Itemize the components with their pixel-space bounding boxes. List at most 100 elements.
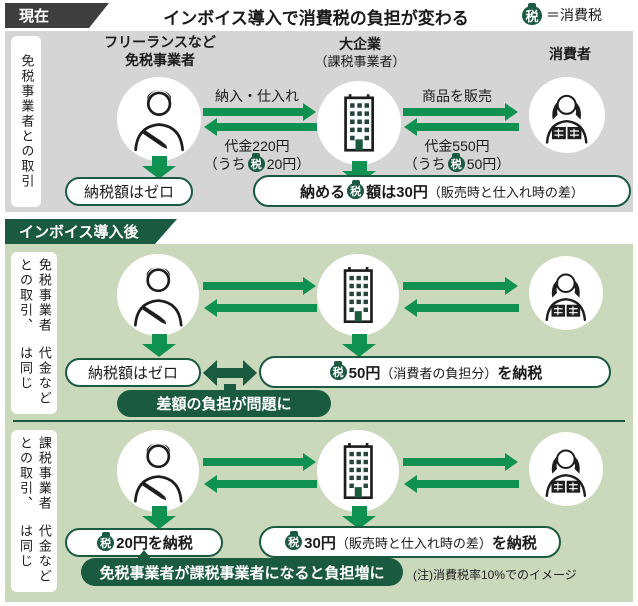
pill-zero-tax: 納税額はゼロ bbox=[65, 177, 193, 206]
tax-post: 20円） bbox=[266, 156, 311, 172]
consumer-avatar bbox=[529, 77, 605, 153]
consumer-icon bbox=[546, 95, 588, 144]
company-avatar bbox=[317, 254, 399, 336]
pill-amount: 30円 bbox=[304, 534, 336, 552]
arrow-left bbox=[404, 299, 519, 317]
pointer-stub bbox=[224, 384, 236, 394]
consumer-avatar bbox=[529, 432, 603, 506]
tax-pre: （うち bbox=[403, 156, 446, 172]
down-arrow bbox=[142, 506, 176, 529]
freelancer-icon bbox=[133, 266, 183, 327]
pill-amount: 50円 bbox=[348, 364, 381, 382]
freelancer-avatar bbox=[117, 430, 199, 512]
down-arrow bbox=[342, 334, 376, 357]
current-tab-label: 現在 bbox=[19, 8, 50, 25]
company-label-line2: （課税事業者） bbox=[314, 53, 406, 69]
side-label-text: 免税事業者との取引 bbox=[19, 54, 35, 189]
increase-badge: 免税事業者が課税事業者になると負担増に bbox=[81, 558, 403, 586]
consumer-label: 消費者 bbox=[549, 46, 591, 62]
arrow-payment-left bbox=[404, 118, 519, 136]
arrow-payment-left bbox=[204, 118, 317, 136]
freelancer-icon bbox=[133, 442, 183, 503]
consumer-icon bbox=[545, 449, 587, 498]
down-arrow bbox=[142, 334, 176, 357]
arrow-right bbox=[203, 453, 316, 471]
pill-suffix: を納税 bbox=[491, 534, 537, 552]
price-label-550: 代金550円 bbox=[424, 138, 490, 154]
problem-text: 差額の負担が問題に bbox=[156, 396, 292, 413]
side-label-taxable-same: 課税事業者との取引、 代金などは同じ bbox=[11, 430, 57, 592]
flow-label-sell: 商品を販売 bbox=[422, 88, 492, 104]
difference-double-arrow bbox=[203, 360, 257, 386]
building-icon bbox=[344, 94, 374, 152]
tax-pre: （うち bbox=[203, 156, 246, 172]
pill-tax-30: 納める税額は30円（販売時と仕入れ時の差） bbox=[253, 175, 631, 207]
side-label-col1: 課税事業者との取引、 bbox=[18, 436, 52, 511]
company-label-line1: 大企業 bbox=[339, 36, 381, 52]
side-label-exempt-same: 免税事業者との取引、 代金などは同じ bbox=[11, 252, 57, 414]
arrow-left bbox=[404, 475, 519, 493]
money-bag-icon: 税 bbox=[285, 534, 303, 550]
tax-post: 50円） bbox=[466, 156, 511, 172]
down-arrow bbox=[142, 156, 176, 179]
side-label-col1: 免税事業者との取引、 bbox=[18, 258, 52, 333]
building-icon bbox=[343, 266, 373, 323]
pill-text-bold: 納める bbox=[300, 183, 346, 201]
pill-text: 納税額はゼロ bbox=[87, 365, 178, 382]
footnote: (注)消費税率10%でのイメージ bbox=[413, 568, 577, 582]
pill-zero-tax: 納税額はゼロ bbox=[65, 358, 201, 387]
pill-text: 納税額はゼロ bbox=[83, 184, 174, 201]
problem-badge: 差額の負担が問題に bbox=[117, 390, 331, 417]
arrow-right bbox=[403, 277, 518, 295]
arrow-left bbox=[204, 299, 317, 317]
arrow-left bbox=[204, 475, 317, 493]
increase-text: 免税事業者が課税事業者になると負担増に bbox=[99, 564, 385, 582]
money-bag-icon: 税 bbox=[447, 156, 465, 172]
freelancer-label-line2: 免税事業者 bbox=[125, 51, 195, 68]
money-bag-icon: 税 bbox=[329, 364, 347, 380]
consumer-icon bbox=[545, 273, 587, 322]
pill-text-bold: 額は30円 bbox=[366, 183, 428, 201]
money-bag-icon: 税 bbox=[247, 156, 265, 172]
price-label-220: 代金220円 bbox=[224, 138, 290, 154]
money-bag-icon: 税 bbox=[347, 183, 365, 199]
section-current-panel: 免税事業者との取引 フリーランスなど 免税事業者 大企業 （課税事業者） 消費者 bbox=[5, 31, 633, 212]
page-title: インボイス導入で消費税の負担が変わる bbox=[163, 9, 469, 28]
arrow-right bbox=[403, 453, 518, 471]
actor-label-company: 大企業 （課税事業者） bbox=[260, 36, 460, 70]
section-divider bbox=[13, 420, 625, 422]
actor-label-consumer: 消費者 bbox=[475, 46, 638, 64]
after-tab-label: インボイス導入後 bbox=[19, 224, 139, 241]
current-tab: 現在 bbox=[5, 3, 109, 28]
side-label-exempt-transactions: 免税事業者との取引 bbox=[11, 36, 41, 207]
freelancer-avatar bbox=[117, 77, 201, 161]
pill-text-note: （販売時と仕入れ時の差） bbox=[427, 184, 584, 200]
arrow-right bbox=[203, 277, 316, 295]
side-label-col2: 代金などは同じ bbox=[18, 524, 52, 585]
actor-label-freelancer: フリーランスなど 免税事業者 bbox=[60, 34, 260, 69]
flow-label-supply: 納入・仕入れ bbox=[215, 88, 299, 104]
money-bag-icon: 税 bbox=[97, 534, 115, 551]
freelancer-label-line1: フリーランスなど bbox=[104, 34, 216, 50]
pill-text-note: （販売時と仕入れ時の差） bbox=[335, 535, 492, 551]
side-label-col2: 代金などは同じ bbox=[18, 346, 52, 407]
pill-suffix: を納税 bbox=[497, 364, 543, 382]
company-avatar bbox=[317, 430, 399, 512]
legend-text: ＝消費税 bbox=[546, 7, 602, 23]
arrow-sell-right bbox=[403, 103, 518, 121]
money-bag-icon: 税 bbox=[522, 5, 542, 25]
arrow-supply-right bbox=[203, 103, 316, 121]
pill-text-bold: 20円を納税 bbox=[116, 535, 193, 552]
consumer-avatar bbox=[529, 256, 603, 330]
pill-text-note: （消費者の負担分） bbox=[380, 365, 498, 381]
freelancer-icon bbox=[134, 90, 184, 152]
pointer-stub bbox=[136, 550, 152, 560]
company-avatar bbox=[317, 81, 401, 165]
building-icon bbox=[343, 442, 373, 499]
freelancer-avatar bbox=[117, 254, 199, 336]
